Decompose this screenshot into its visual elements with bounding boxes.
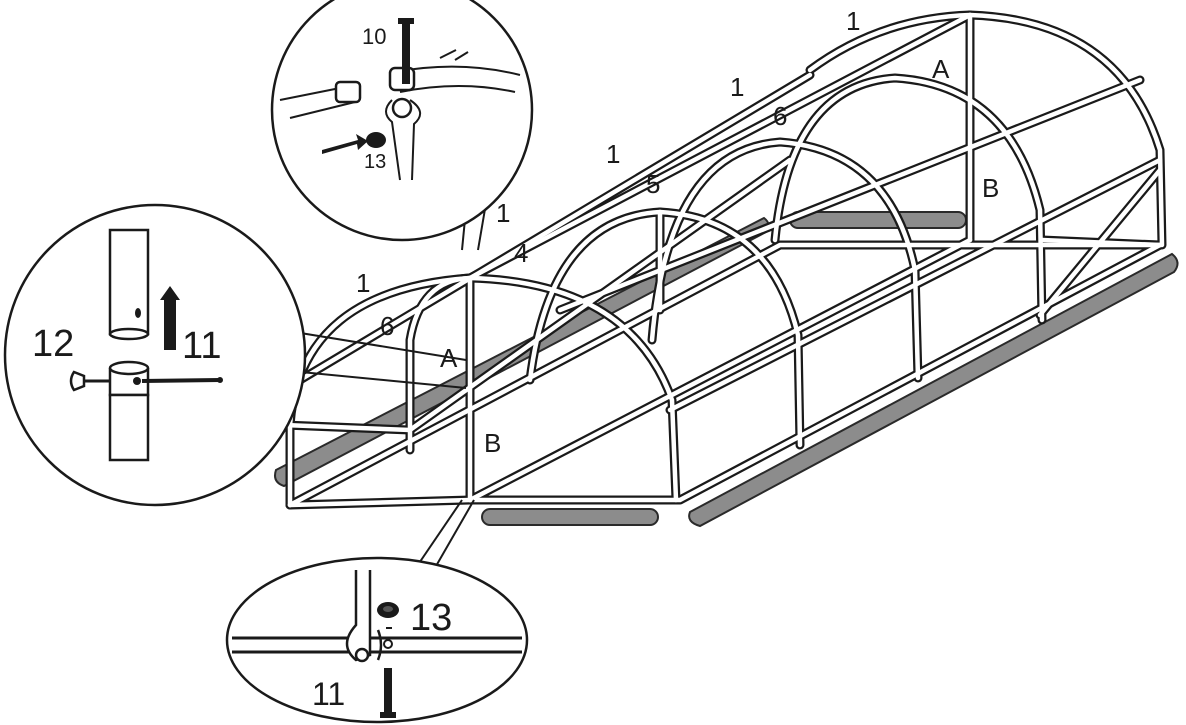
bolt-icon (402, 20, 410, 84)
frame-tube-core (287, 242, 1163, 508)
ground-mat-right (688, 252, 1179, 528)
callout-top-nut-label: 13 (364, 151, 386, 173)
tube-upper (108, 228, 150, 336)
frame-tube-core (807, 12, 1165, 248)
arrow-right-icon (322, 134, 368, 154)
callout-top: 10 13 (270, 0, 534, 242)
callout-bottom-bolt-label: 11 (312, 676, 345, 712)
callout-top-bolt-label: 10 (362, 24, 386, 49)
callout-bottom-circle (225, 556, 529, 724)
label-brace-front: 6 (380, 311, 394, 341)
bolt-icon-bottom (384, 668, 392, 716)
tube-lower (108, 393, 150, 462)
ground-mat-front (481, 508, 659, 526)
leader-left-b (279, 369, 467, 389)
frame-tube-core (407, 275, 473, 453)
leader-left-a (281, 329, 467, 361)
label-ridge-4: 4 (514, 238, 528, 268)
label-upright-front-b: B (484, 428, 501, 458)
bolt-icon-left (141, 378, 221, 383)
greenhouse-frame (279, 10, 1167, 510)
frame-tube-core (649, 139, 921, 381)
label-upright-back-b: B (982, 173, 999, 203)
label-arch-front: 1 (356, 268, 370, 298)
frame-tube-core (772, 75, 1045, 323)
ground-mat-back (789, 211, 967, 229)
callout-top-circle (270, 0, 534, 242)
frame-tube (805, 10, 1167, 250)
label-brace-back: 6 (773, 101, 787, 131)
bracket-arm (385, 99, 421, 181)
callout-left: 12 11 (3, 203, 307, 507)
label-ridge-5: 5 (646, 169, 660, 199)
label-arch-4: 1 (730, 72, 744, 102)
label-arch-3: 1 (606, 139, 620, 169)
frame-tubes-core (281, 12, 1165, 508)
label-arch-back: 1 (846, 6, 860, 36)
frame-tube-core (281, 157, 793, 433)
tube-end (334, 80, 362, 104)
callout-bottom-nut-label: 13 (410, 597, 452, 639)
arrow-up-icon (160, 286, 180, 350)
frame-tube-core (1039, 237, 1163, 248)
frame-labels: 1 1 1 1 1 6 6 4 5 A B A B (356, 6, 999, 458)
label-upright-back-a: A (932, 54, 950, 84)
callout-left-circle (3, 203, 307, 507)
nut-icon (366, 132, 386, 148)
frame-tube-core (667, 157, 1163, 413)
callout-bottom: 13 11 (225, 556, 529, 724)
callout-left-bolt-label: 11 (182, 325, 221, 367)
frame-tube-core (467, 12, 973, 281)
label-arch-2: 1 (496, 198, 510, 228)
wing-nut-icon (69, 370, 86, 392)
frame-tube-core (557, 77, 1143, 313)
frame-tube-core (467, 237, 973, 503)
bracket-foot (345, 570, 372, 662)
frame-tube-core (297, 72, 813, 383)
callout-left-wing-nut-label: 12 (32, 323, 74, 365)
